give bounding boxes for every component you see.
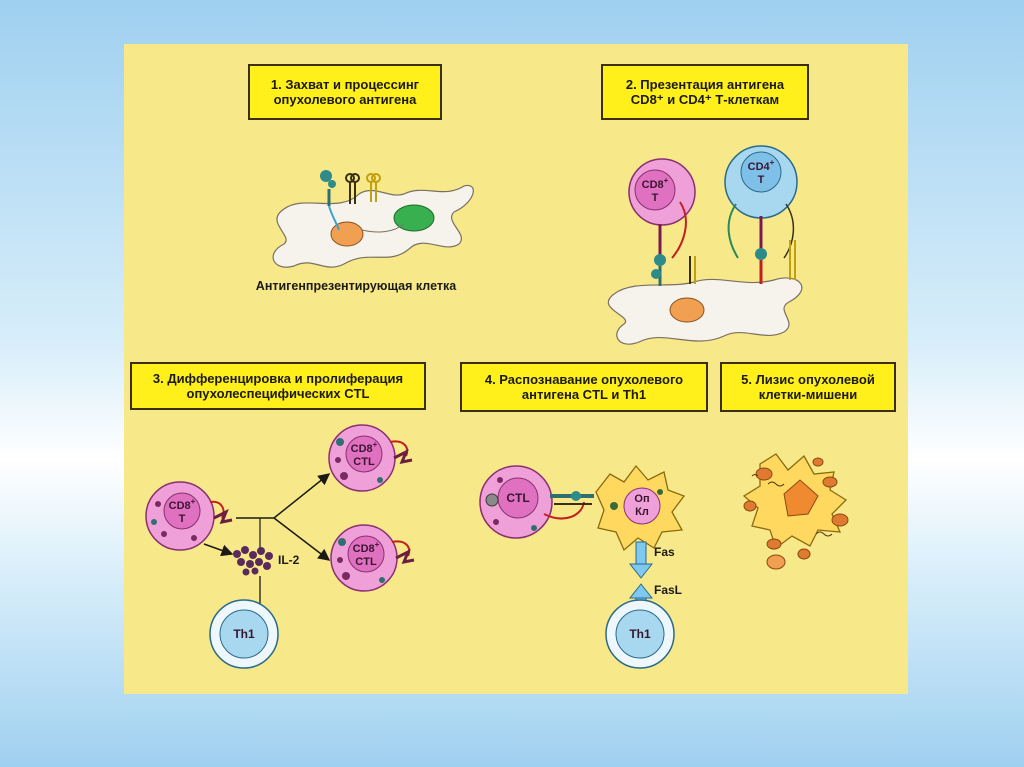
diagram-panel: 1. Захват и процессинг опухолевого антиг… xyxy=(124,44,908,694)
cd8-t-cell xyxy=(628,158,696,286)
il2-label: IL-2 xyxy=(278,553,300,567)
fas-label: Fas xyxy=(654,545,675,559)
step3-title: 3. Дифференцировка и пролиферация опухол… xyxy=(130,362,426,410)
step5-title: 5. Лизис опухолевой клетки-мишени xyxy=(720,362,896,412)
t-label: T xyxy=(179,513,186,525)
tumor-label-line1: Оп xyxy=(634,493,649,505)
cd8-t-cell-naive xyxy=(145,481,233,551)
ctl-cell-step4 xyxy=(479,465,594,539)
mhc-molecule-icon xyxy=(345,173,360,204)
cd4-label: CD4+ xyxy=(748,158,775,173)
cd8-label: CD8+ xyxy=(353,540,380,555)
il2-molecules-icon xyxy=(233,546,273,576)
tumor-cell xyxy=(595,464,686,552)
ctl-label: CTL xyxy=(506,491,529,505)
arrow-to-ctl-top xyxy=(236,473,331,519)
ctl-cell-bottom xyxy=(330,524,415,592)
t-label: T xyxy=(758,174,765,186)
step1-title: 1. Захват и процессинг опухолевого антиг… xyxy=(248,64,442,120)
lysed-tumor-cell xyxy=(742,453,849,570)
th1-label: Th1 xyxy=(233,627,255,641)
ctl-label: CTL xyxy=(355,556,377,568)
ctl-cell-top xyxy=(328,424,413,492)
apc-cell-step2 xyxy=(607,277,803,345)
cd8-label: CD8+ xyxy=(169,497,196,512)
step2-title: 2. Презентация антигена CD8⁺ и CD4⁺ Т-кл… xyxy=(601,64,809,120)
th1-cell-step4 xyxy=(605,599,675,669)
th1-label: Th1 xyxy=(629,627,651,641)
fas-receptor-icon xyxy=(628,541,654,579)
arrow-to-ctl-bottom xyxy=(273,517,331,561)
diagram-drawing: Антигенпрезентирующая клетка CD8+ T xyxy=(145,145,849,669)
arrow-to-il2 xyxy=(203,543,234,557)
ctl-label: CTL xyxy=(353,456,375,468)
th1-cell-step3 xyxy=(209,599,279,669)
apc-label: Антигенпрезентирующая клетка xyxy=(256,279,457,293)
t-label: T xyxy=(652,192,659,204)
apc-cell-step1 xyxy=(272,170,474,268)
cd8-label: CD8+ xyxy=(642,176,669,191)
antigen-receptor-icon xyxy=(320,170,340,231)
tumor-label-line2: Кл xyxy=(635,506,649,518)
fasl-label: FasL xyxy=(654,583,682,597)
mhc-molecule-icon xyxy=(366,173,381,202)
step4-title: 4. Распознавание опухолевого антигена CT… xyxy=(460,362,708,412)
cd8-label: CD8+ xyxy=(351,440,378,455)
cd4-t-cell xyxy=(724,145,798,284)
